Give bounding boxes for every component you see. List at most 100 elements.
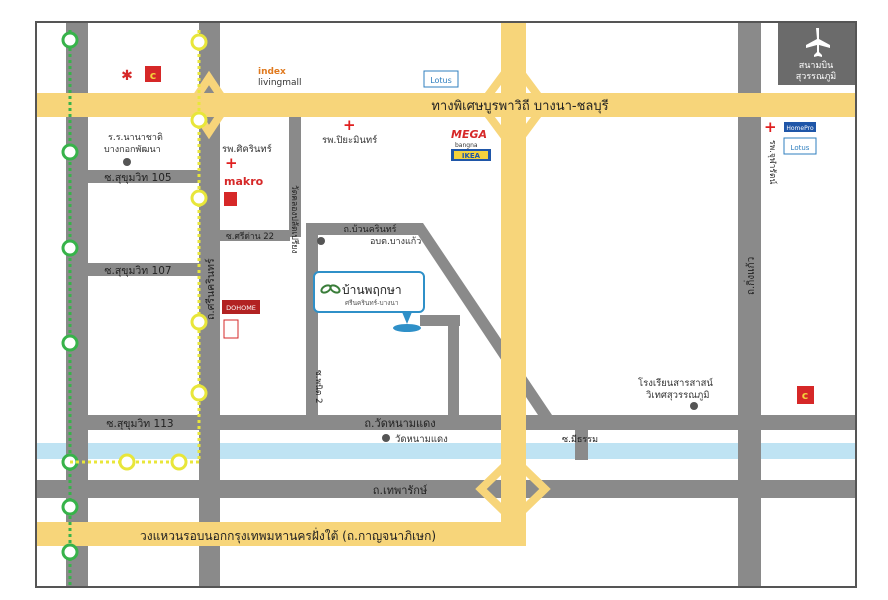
wat-nam-daeng-marker [382,434,390,442]
road-bonwan-south [448,315,459,420]
airplane-icon [806,28,830,57]
hospital-cross-icon-2: + [343,116,356,134]
project-marker[interactable]: บ้านพฤกษา ศรีนครินทร์-บางนา [313,271,425,332]
homepro-label: HomePro [786,125,814,132]
airport-label-2: สุวรรณภูมิ [796,71,836,82]
interchanges [186,55,551,526]
station-icon [61,498,79,516]
project-sub: ศรีนครินทร์-บางนา [345,299,399,307]
ring-road [37,522,526,546]
ikea-logo-inner [454,151,488,159]
leaf-logo-icon [320,284,341,294]
kfc-icon [223,319,239,339]
index-logo: index [258,67,286,77]
obt-marker [317,237,325,245]
livingmall-logo: livingmall [258,78,302,88]
srisan-22-label: ซ.ศรีด่าน 22 [226,231,274,242]
interchange-srinakarin [186,70,232,140]
road-phanit [289,117,301,237]
project-callout[interactable] [313,271,425,313]
project-name: บ้านพฤกษา [342,283,402,297]
ring-road-label: วงแหวนรอบนอกกรุงเทพมหานครฝั่งใต้ (ถ.กาญจ… [140,527,436,544]
soi-107-label: ซ.สุขุมวิท 107 [104,265,171,277]
bigc-icon-2 [224,192,237,206]
project-pin-base [393,324,421,332]
airport-label-1: สนามบิน [799,60,834,71]
soi-thamma-label: ซ.มีธรรม [562,434,598,445]
hospital-cross-icon-3: + [764,118,777,136]
dohome-label: DOHOME [226,304,256,312]
theparak-label: ถ.เทพารักษ์ [373,484,428,497]
bangna-highway-label: ทางพิเศษบูรพาวิถี บางนา-ชลบุรี [431,98,608,114]
station-icon [190,313,208,331]
station-icon [61,143,79,161]
station-icon [190,33,208,51]
station-icon [61,543,79,561]
star-icon: ✱ [121,68,133,84]
road-soi-107 [88,263,199,276]
station-icon [170,453,188,471]
interchange-east [476,55,550,155]
makro-logo: makro [224,175,264,188]
bonwan-label: ถ.บ้วนครินทร์ [343,223,396,235]
yellow-line-stations [118,33,208,471]
road-bonwan-spur [420,315,460,326]
bigc-letter-icon-3: c [802,389,809,402]
school-sarasas-label-2: วิเทศสุวรรณภูมิ [645,390,709,401]
road-srinakarin [199,23,220,586]
station-icon [190,189,208,207]
interchange-theparak [475,452,551,526]
poi-layer: ✱ c index livingmall Lotus ร.ร.นานาชาติ … [104,66,817,445]
soi-113-label: ซ.สุขุมวิท 113 [106,418,173,430]
soi-105-label: ซ.สุขุมวิท 105 [104,172,171,184]
station-icon [190,111,208,129]
school-sarasas-marker [690,402,698,410]
canal [37,443,855,459]
station-icon [61,31,79,49]
yellow-line [70,30,201,464]
hosp-srinakarin-label: รพ.ศิครินทร์ [222,143,272,155]
obt-label: อบต.บางแก้ว [370,236,421,247]
station-icon [118,453,136,471]
lotus-right-icon [783,137,817,155]
wat-klong-label: วัดคลองปลัดเปรียง [289,185,300,254]
school-nanachat-label-2: บางกอกพัฒนา [104,145,161,155]
road-theparak [37,480,855,498]
school-nanachat-label-1: ร.ร.นานาชาติ [108,132,163,143]
lotus-right-label: Lotus [791,144,810,152]
bangna-highway [37,93,855,117]
station-icon [190,384,208,402]
hosp-juroi-label: รพ.จุฬารัตน์ [767,140,778,185]
bigc-letter-icon: c [150,69,157,82]
road-soi-105 [88,170,199,183]
mega-sub: bangna [455,142,478,149]
ikea-logo: IKEA [462,152,481,160]
school-sarasas-label-1: โรงเรียนสารสาสน์ [638,377,713,389]
bigc-icon-3 [797,386,814,404]
srinakarin-label: ถ.ศรีนครินทร์ [204,258,217,320]
road-king-kaew [738,23,761,586]
phanit-2-label: ซ.พนิต 2 [313,370,323,404]
mega-logo: MEGA [451,128,487,141]
bigc-icon [145,66,161,82]
hospital-cross-icon: + [225,154,238,172]
road-phanit-2 [306,223,318,420]
station-icon [61,334,79,352]
lotus-top-label: Lotus [430,76,452,85]
station-icon [61,239,79,257]
green-line-stations [61,31,79,561]
homepro-logo [784,122,816,132]
school-nanachat-marker [123,158,131,166]
hosp-piyamin-label: รพ.ปิยะมินทร์ [322,134,377,146]
lotus-top-icon [423,70,459,88]
king-kaew-label: ถ.กิ่งแก้ว [743,257,757,295]
road-srisan-22 [220,230,290,241]
project-pin [402,312,412,324]
road-soi-113-wat-nam-daeng [88,415,855,430]
road-bonwan [306,223,421,235]
star-shop-icon [118,66,136,84]
wat-nam-daeng-road-label: ถ.วัดหนามแดง [364,417,435,430]
dohome-logo [222,300,260,314]
wat-nam-daeng-label: วัดหนามแดง [395,434,448,445]
